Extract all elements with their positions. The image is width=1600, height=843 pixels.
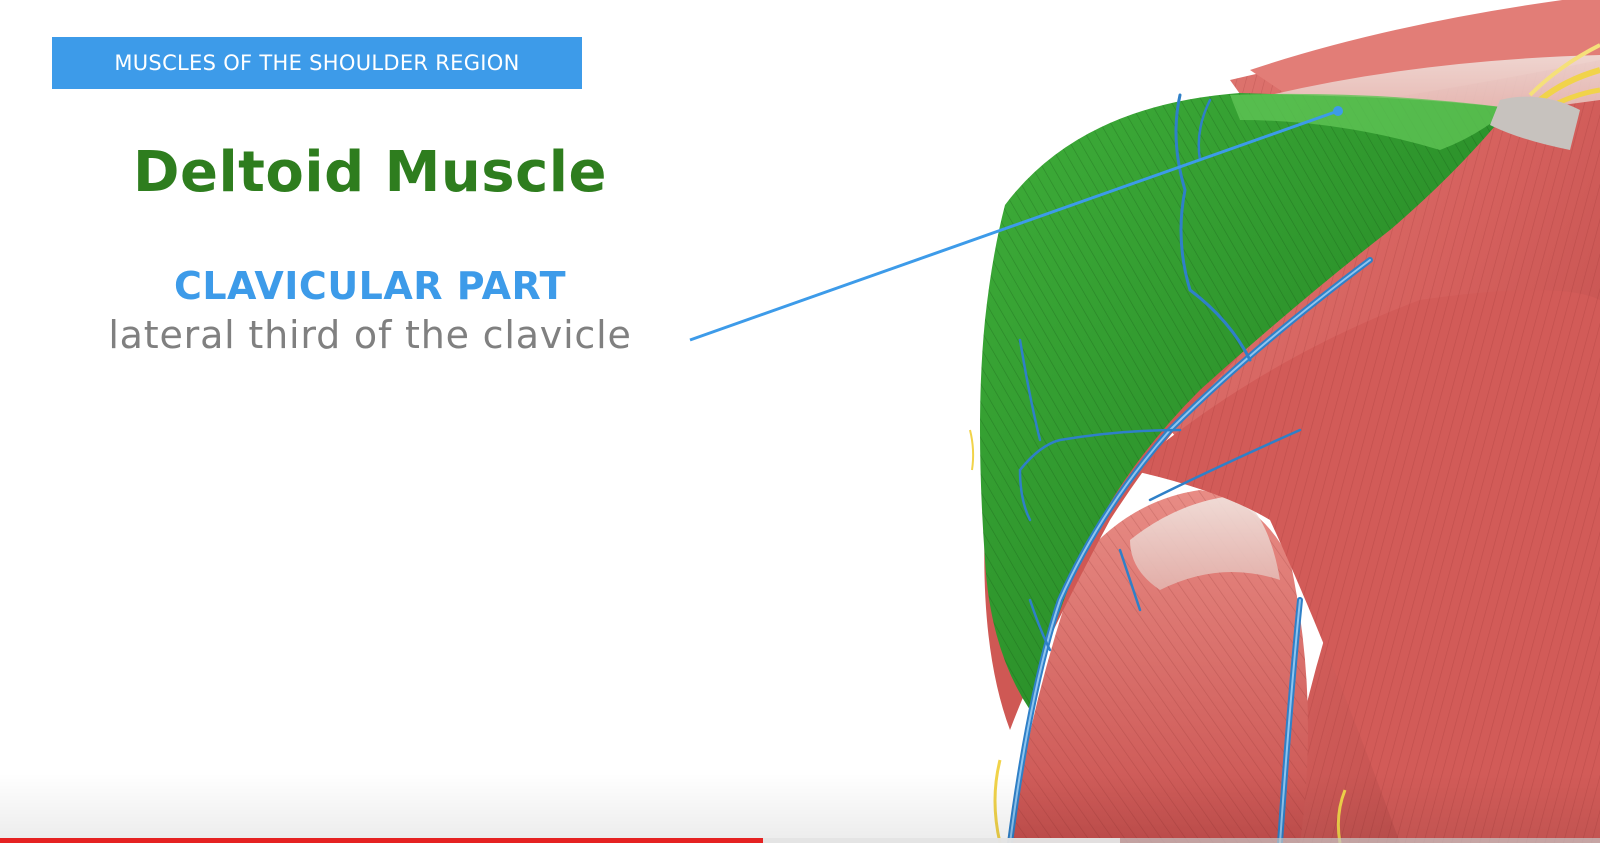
brachial-plexus-nerve (1538, 67, 1600, 103)
muscle-part-description: lateral third of the clavicle (108, 313, 632, 357)
muscle-title: Deltoid Muscle (133, 140, 607, 205)
pointer-line (689, 109, 1339, 342)
video-progress-bar[interactable] (0, 838, 1600, 843)
section-badge: MUSCLES OF THE SHOULDER REGION (52, 37, 582, 89)
video-progress-played[interactable] (0, 838, 764, 843)
acromion-bone (1490, 96, 1580, 150)
muscle-part-label: CLAVICULAR PART (173, 264, 567, 308)
pointer-dot (1333, 106, 1343, 116)
blood-vessels (1007, 93, 1373, 843)
section-badge-label: MUSCLES OF THE SHOULDER REGION (114, 51, 520, 75)
